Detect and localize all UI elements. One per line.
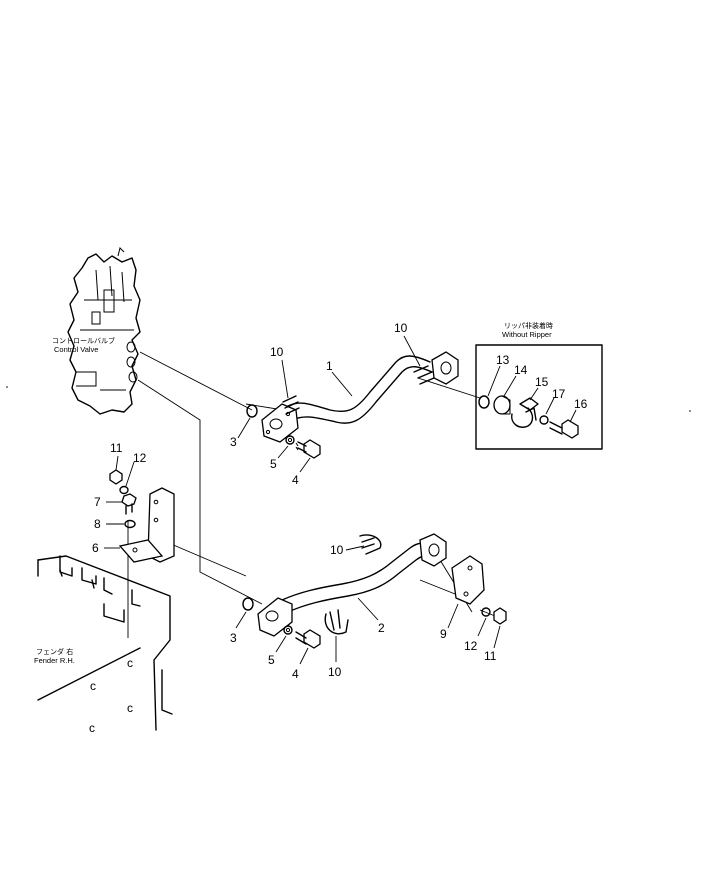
- callout-inset-oring: 13: [496, 353, 510, 367]
- scan-dot: [689, 410, 691, 412]
- callout-lower-pipe: 2: [378, 621, 385, 635]
- control-valve: [67, 247, 141, 415]
- callout-lockwasher-upper: 12: [133, 451, 147, 465]
- lower-ubolt-upper: [359, 534, 382, 555]
- bracket-bolt: [121, 493, 137, 515]
- fender: c c c c: [37, 555, 173, 735]
- callout-ubolt-upper-right: 10: [394, 321, 408, 335]
- callout-lockwasher-lower: 12: [464, 639, 478, 653]
- callout-ubolt-upper-left: 10: [270, 345, 284, 359]
- inset-bolt: [549, 419, 579, 439]
- inset-plug: [493, 395, 511, 415]
- fender-label-en: Fender R.H.: [34, 656, 75, 665]
- callout-oring-upper: 3: [230, 435, 237, 449]
- bracket-washer: [124, 519, 136, 529]
- control-valve-label-jp: コントロールバルブ: [52, 336, 115, 345]
- callout-bracket: 6: [92, 541, 99, 555]
- plate-nut: [493, 607, 507, 625]
- callout-ubolt-lower-lower: 10: [328, 665, 342, 679]
- bracket: [118, 487, 175, 563]
- callout-upper-pipe: 1: [326, 359, 333, 373]
- without-ripper-label-en: Without Ripper: [502, 330, 552, 339]
- inset-washer: [539, 415, 549, 425]
- without-ripper-label-jp: リッパ非装着時: [504, 321, 553, 330]
- upper-washer: [285, 435, 295, 445]
- scan-dot: [6, 386, 8, 388]
- inset-clamp: [511, 397, 539, 428]
- callout-inset-washer: 17: [552, 387, 566, 401]
- callout-inset-clamp: 15: [535, 375, 549, 389]
- callout-bolt-lower: 4: [292, 667, 299, 681]
- callout-nut-lower: 11: [484, 649, 497, 663]
- fender-mark-2: c: [90, 679, 96, 693]
- lower-pipe: [257, 533, 447, 637]
- fender-mark-3: c: [127, 701, 133, 715]
- upper-bolt: [295, 439, 321, 459]
- assembly-guide-lines: [127, 351, 496, 638]
- callout-bolt-upper: 4: [292, 473, 299, 487]
- lower-oring: [242, 597, 254, 611]
- plate: [451, 555, 485, 605]
- callout-washer-lower: 5: [268, 653, 275, 667]
- lower-ubolt-lower: [324, 609, 349, 635]
- lower-washer: [283, 625, 293, 635]
- callout-bracket-bolt: 7: [94, 495, 101, 509]
- fender-label-jp: フェンダ 右: [36, 647, 73, 656]
- callout-plate: 9: [440, 627, 447, 641]
- control-valve-label-en: Control Valve: [54, 345, 98, 354]
- callout-nut-upper: 11: [110, 441, 123, 455]
- callouts: 1 2 3 3 4 4 5 5 6 7 8 9 10: [92, 321, 588, 681]
- bracket-nut: [109, 469, 123, 485]
- upper-ubolt-left: [282, 395, 300, 415]
- bracket-lockwasher: [119, 485, 129, 495]
- callout-inset-bolt: 16: [574, 397, 588, 411]
- fender-mark-4: c: [89, 721, 95, 735]
- callout-ubolt-lower-upper: 10: [330, 543, 344, 557]
- callout-inset-plug: 14: [514, 363, 528, 377]
- callout-bracket-washer: 8: [94, 517, 101, 531]
- upper-ubolt-right: [413, 365, 435, 385]
- upper-oring: [246, 404, 258, 418]
- lower-bolt: [295, 629, 321, 649]
- inset-oring: [478, 395, 490, 409]
- without-ripper-inset: [475, 344, 603, 450]
- fender-mark-1: c: [127, 656, 133, 670]
- plate-lockwasher: [481, 607, 491, 617]
- upper-pipe: [261, 351, 459, 443]
- callout-oring-lower: 3: [230, 631, 237, 645]
- callout-washer-upper: 5: [270, 457, 277, 471]
